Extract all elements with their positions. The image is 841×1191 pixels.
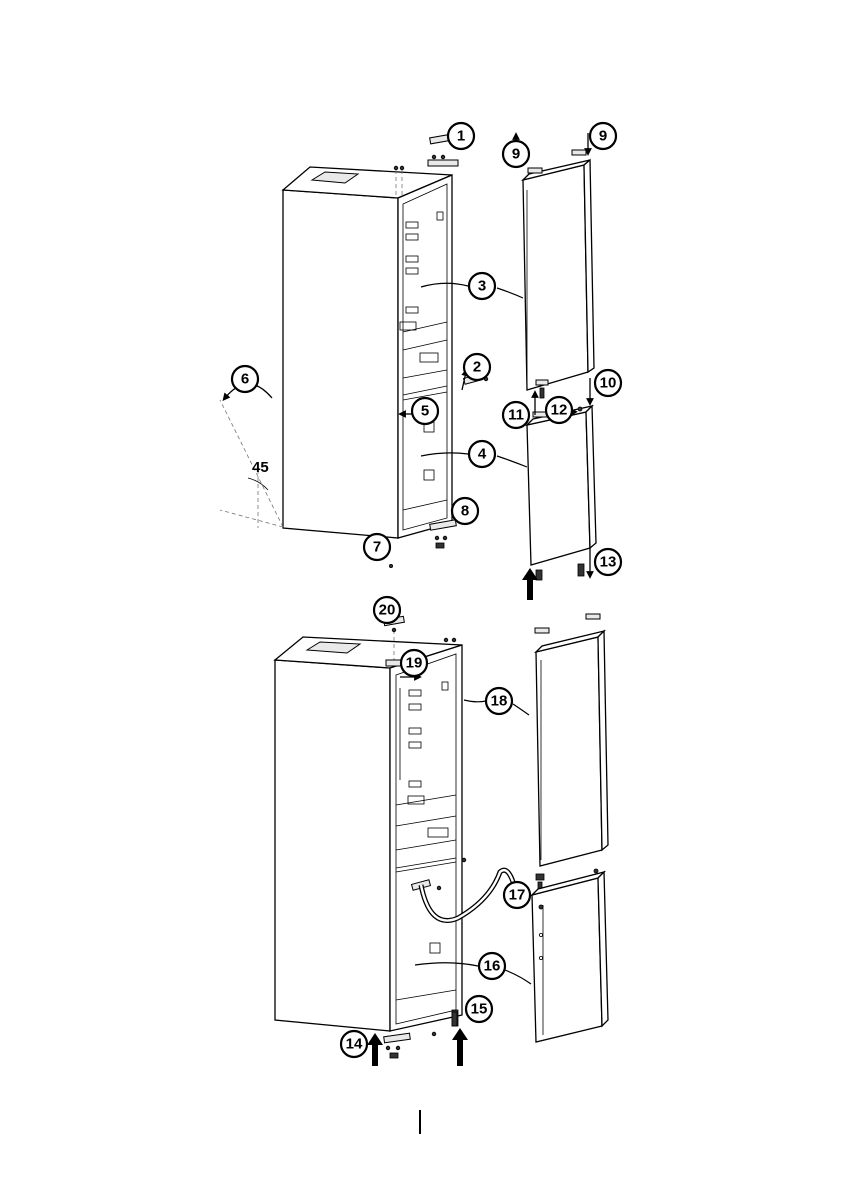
callout-11: 11 (503, 402, 529, 428)
svg-text:13: 13 (600, 554, 617, 571)
svg-text:14: 14 (346, 1036, 363, 1053)
callout-4: 4 (469, 441, 495, 467)
callout-13: 13 (595, 549, 621, 575)
opening-angle-sketch: 45 (220, 384, 283, 528)
svg-text:2: 2 (473, 359, 481, 376)
svg-text:9: 9 (599, 128, 607, 145)
svg-text:7: 7 (373, 539, 381, 556)
callout-9-right: 9 (590, 123, 616, 149)
callout-1: 1 (448, 123, 474, 149)
svg-text:20: 20 (379, 602, 396, 619)
svg-text:1: 1 (457, 128, 465, 145)
upper-fridge-cabinet (283, 167, 452, 538)
callout-6: 6 (232, 366, 258, 392)
svg-text:16: 16 (484, 958, 501, 975)
callout-14: 14 (341, 1031, 367, 1057)
callout-19: 19 (401, 650, 427, 676)
svg-text:4: 4 (478, 446, 487, 463)
svg-text:10: 10 (600, 375, 617, 392)
svg-text:18: 18 (491, 693, 508, 710)
page-number-divider (419, 1110, 421, 1134)
callout-5: 5 (412, 398, 438, 424)
callout-9-left: 9 (503, 141, 529, 167)
svg-text:19: 19 (406, 655, 423, 672)
callout-12: 12 (546, 397, 572, 423)
callout-17: 17 (504, 882, 530, 908)
callout-20: 20 (374, 597, 400, 623)
svg-text:3: 3 (478, 278, 486, 295)
lower-freezer-door (532, 869, 608, 1042)
svg-text:5: 5 (421, 403, 429, 420)
callout-10: 10 (595, 370, 621, 396)
upper-fridge-door (523, 150, 594, 390)
callout-15: 15 (466, 996, 492, 1022)
svg-text:9: 9 (512, 146, 520, 163)
callout-16: 16 (479, 953, 505, 979)
svg-text:6: 6 (241, 371, 249, 388)
callout-3: 3 (469, 273, 495, 299)
svg-text:8: 8 (461, 503, 469, 520)
svg-text:12: 12 (551, 402, 568, 419)
svg-text:11: 11 (508, 407, 524, 424)
callout-8: 8 (452, 498, 478, 524)
svg-text:17: 17 (509, 887, 526, 904)
callout-7: 7 (364, 534, 390, 560)
svg-text:15: 15 (471, 1001, 488, 1018)
callout-18: 18 (486, 688, 512, 714)
lower-fridge-door (535, 614, 608, 892)
callout-2: 2 (464, 354, 490, 380)
lower-fridge-cabinet (275, 637, 462, 1031)
opening-angle-label: 45 (252, 459, 269, 476)
